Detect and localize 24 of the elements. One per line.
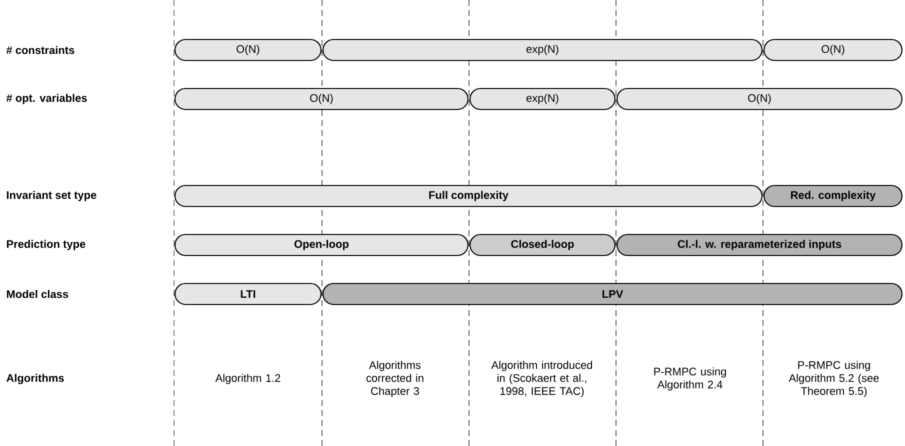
algorithm-text: Algorithm introduced in (Scokaert et al., 1998, IEEE TAC) [491,360,592,398]
bar: LTI [174,282,322,306]
row-label: # opt. variables [6,94,87,104]
bar: O(N) [174,88,469,110]
bar: Full complexity [174,184,763,208]
bar: LPV [322,282,903,306]
algorithm-text: P-RMPC using Algorithm 2.4 [654,367,726,391]
row-label: Algorithms [6,374,64,384]
row-label: Model class [6,290,68,298]
row-label: # constraints [6,46,74,54]
bar: exp(N) [469,88,616,110]
bar: Open-loop [174,234,469,256]
bar: Closed-loop [469,234,616,256]
algorithm-text: P-RMPC using Algorithm 5.2 (see Theorem 5.5) [788,360,879,398]
bar: Red. complexity [763,184,903,208]
bar: exp(N) [322,38,763,62]
row-label: Prediction type [6,240,86,250]
bar: O(N) [763,38,903,62]
algorithm-text: Algorithms corrected in Chapter 3 [366,360,424,398]
algorithm-text: Algorithm 1.2 [215,374,280,384]
bar: O(N) [174,38,322,62]
row-label: Invariant set type [6,190,96,202]
bar: Cl.-l. w. reparameterized inputs [616,234,903,256]
bar: O(N) [616,88,903,110]
